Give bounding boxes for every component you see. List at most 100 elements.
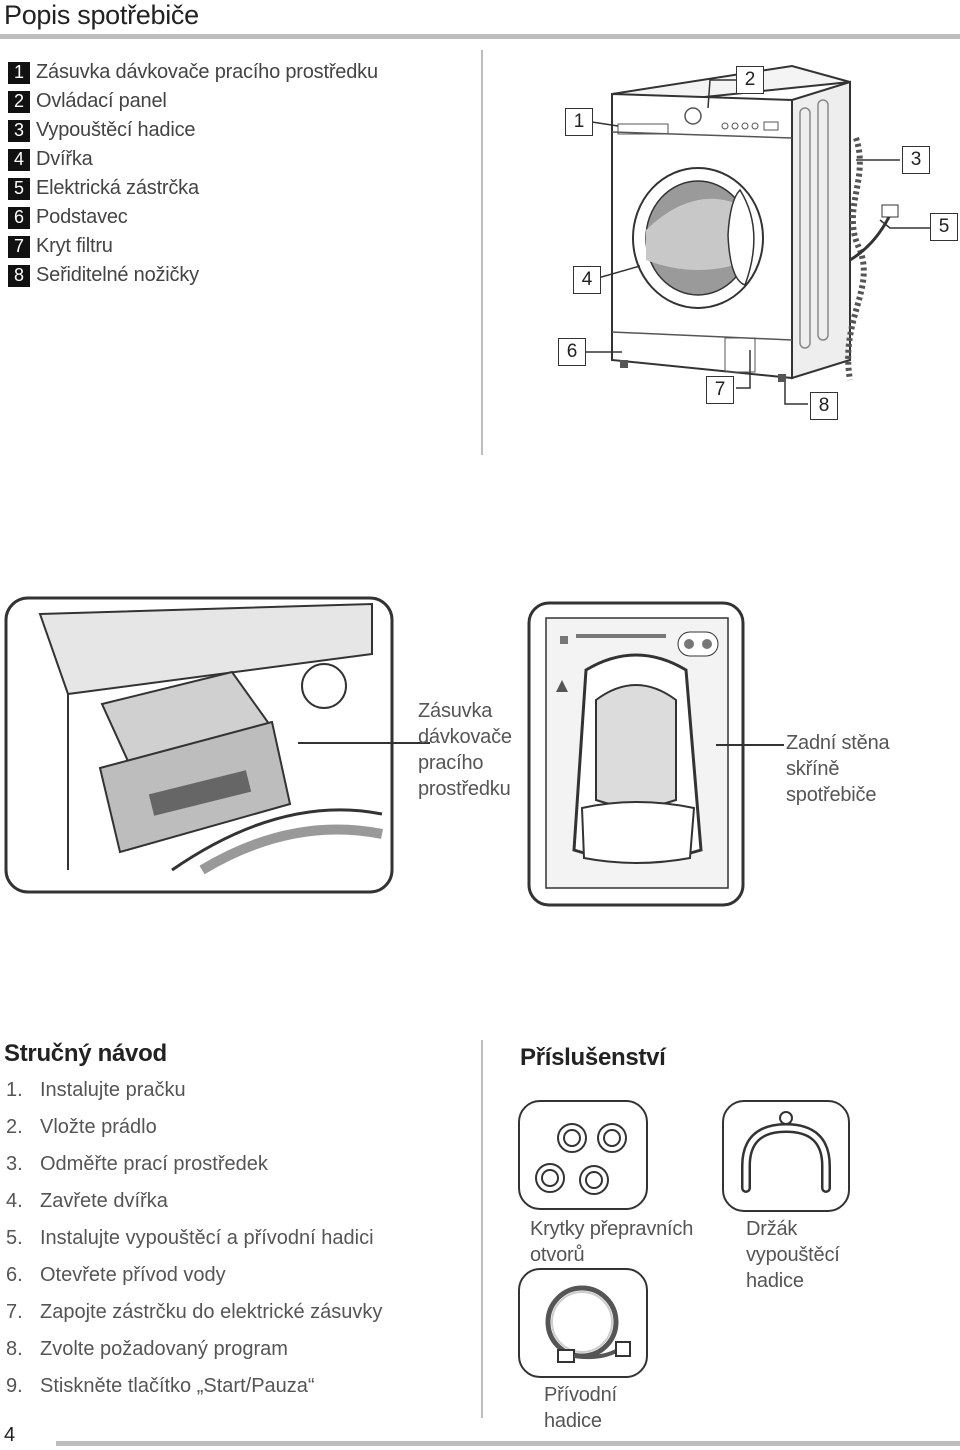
legend-label: Ovládací panel <box>36 90 167 112</box>
step-text: Instalujte pračku <box>40 1079 186 1101</box>
step-text: Zvolte požadovaný program <box>40 1338 288 1360</box>
step-item: 9. Stiskněte tlačítko „Start/Pauza“ <box>6 1368 382 1405</box>
step-number: 4. <box>6 1190 23 1212</box>
step-item: 7. Zapojte zástrčku do elektrické zásuvky <box>6 1294 382 1331</box>
back-panel-leader-line <box>716 744 784 746</box>
legend-item: 8 Seřiditelné nožičky <box>8 261 378 290</box>
inlet-hose-caption: Přívodní hadice <box>544 1382 617 1434</box>
callout-8: 8 <box>810 392 838 420</box>
caption-line: Zadní stěna <box>786 732 890 754</box>
step-text: Otevřete přívod vody <box>40 1264 226 1286</box>
caption-line: vypouštěcí <box>746 1244 840 1266</box>
step-text: Instalujte vypouštěcí a přívodní hadici <box>40 1227 374 1249</box>
legend-item: 4 Dvířka <box>8 145 378 174</box>
step-item: 6. Otevřete přívod vody <box>6 1257 382 1294</box>
accessory-inlet-hose <box>518 1268 648 1378</box>
step-text: Stiskněte tlačítko „Start/Pauza“ <box>40 1375 315 1397</box>
legend-label: Dvířka <box>36 148 93 170</box>
quick-guide-heading: Stručný návod <box>4 1040 167 1067</box>
callout-1: 1 <box>565 108 593 136</box>
vertical-divider <box>481 50 483 455</box>
legend-label: Kryt filtru <box>36 235 113 257</box>
dispenser-leader-line <box>298 742 430 744</box>
legend-label: Zásuvka dávkovače pracího prostředku <box>36 61 378 83</box>
page-title: Popis spotřebiče <box>4 0 199 30</box>
caption-line: Držák <box>746 1218 798 1240</box>
back-panel-caption: Zadní stěna skříně spotřebiče <box>786 730 890 808</box>
step-item: 8. Zvolte požadovaný program <box>6 1331 382 1368</box>
step-number: 9. <box>6 1375 23 1397</box>
legend-number: 4 <box>8 148 30 171</box>
vertical-divider <box>481 1040 483 1418</box>
legend-item: 5 Elektrická zástrčka <box>8 174 378 203</box>
caption-line: hadice <box>544 1410 602 1432</box>
page-number: 4 <box>4 1424 16 1446</box>
legend-number: 8 <box>8 264 30 287</box>
dispenser-drawer-illustration <box>4 596 394 894</box>
transit-caps-icon <box>535 1123 627 1195</box>
inlet-hose-icon <box>545 1285 631 1363</box>
legend-item: 6 Podstavec <box>8 203 378 232</box>
legend-number: 2 <box>8 90 30 113</box>
footer-divider <box>56 1441 960 1446</box>
legend-label: Elektrická zástrčka <box>36 177 199 199</box>
step-item: 2. Vložte prádlo <box>6 1109 382 1146</box>
step-number: 8. <box>6 1338 23 1360</box>
step-text: Zavřete dvířka <box>40 1190 168 1212</box>
accessory-hose-holder <box>722 1100 850 1212</box>
step-text: Vložte prádlo <box>40 1116 157 1138</box>
callout-4: 4 <box>573 266 601 294</box>
hose-holder-icon <box>741 1111 831 1193</box>
caption-line: pracího <box>418 752 484 774</box>
caption-line: Přívodní <box>544 1384 617 1406</box>
step-number: 7. <box>6 1301 23 1323</box>
step-number: 3. <box>6 1153 23 1175</box>
legend-number: 7 <box>8 235 30 258</box>
back-panel-illustration <box>527 601 745 907</box>
callout-5: 5 <box>930 213 958 241</box>
step-text: Zapojte zástrčku do elektrické zásuvky <box>40 1301 383 1323</box>
callout-7: 7 <box>706 376 734 404</box>
legend-item: 7 Kryt filtru <box>8 232 378 261</box>
legend-item: 1 Zásuvka dávkovače pracího prostředku <box>8 58 378 87</box>
legend-number: 1 <box>8 61 30 84</box>
step-number: 5. <box>6 1227 23 1249</box>
transit-caps-caption: Krytky přepravních otvorů <box>530 1216 693 1268</box>
step-number: 2. <box>6 1116 23 1138</box>
quick-guide-steps: 1. Instalujte pračku 2. Vložte prádlo 3. Od… <box>6 1072 382 1405</box>
legend-label: Podstavec <box>36 206 128 228</box>
accessory-transit-caps <box>518 1100 648 1210</box>
legend-item: 3 Vypouštěcí hadice <box>8 116 378 145</box>
caption-line: Krytky přepravních <box>530 1218 694 1240</box>
step-text: Odměřte prací prostředek <box>40 1153 268 1175</box>
callout-2: 2 <box>736 66 764 94</box>
step-number: 1. <box>6 1079 23 1101</box>
legend-item: 2 Ovládací panel <box>8 87 378 116</box>
callout-3: 3 <box>902 146 930 174</box>
callout-6: 6 <box>558 338 586 366</box>
washing-machine-illustration <box>611 64 899 382</box>
legend-label: Vypouštěcí hadice <box>36 119 196 141</box>
step-item: 5. Instalujte vypouštěcí a přívodní hadic… <box>6 1220 382 1257</box>
caption-line: Zásuvka <box>418 700 493 722</box>
legend-number: 5 <box>8 177 30 200</box>
step-item: 1. Instalujte pračku <box>6 1072 382 1109</box>
legend-label: Seřiditelné nožičky <box>36 264 199 286</box>
step-item: 3. Odměřte prací prostředek <box>6 1146 382 1183</box>
step-item: 4. Zavřete dvířka <box>6 1183 382 1220</box>
step-number: 6. <box>6 1264 23 1286</box>
title-divider <box>0 34 960 39</box>
caption-line: spotřebiče <box>786 784 877 806</box>
callout-leaders <box>586 79 930 405</box>
accessories-heading: Příslušenství <box>520 1044 666 1071</box>
legend-number: 3 <box>8 119 30 142</box>
hose-holder-caption: Držák vypouštěcí hadice <box>746 1216 840 1294</box>
caption-line: skříně <box>786 758 840 780</box>
dispenser-caption: Zásuvka dávkovače pracího prostředku <box>418 698 512 802</box>
caption-line: dávkovače <box>418 726 512 748</box>
caption-line: prostředku <box>418 778 511 800</box>
caption-line: otvorů <box>530 1244 585 1266</box>
legend-number: 6 <box>8 206 30 229</box>
caption-line: hadice <box>746 1270 804 1292</box>
